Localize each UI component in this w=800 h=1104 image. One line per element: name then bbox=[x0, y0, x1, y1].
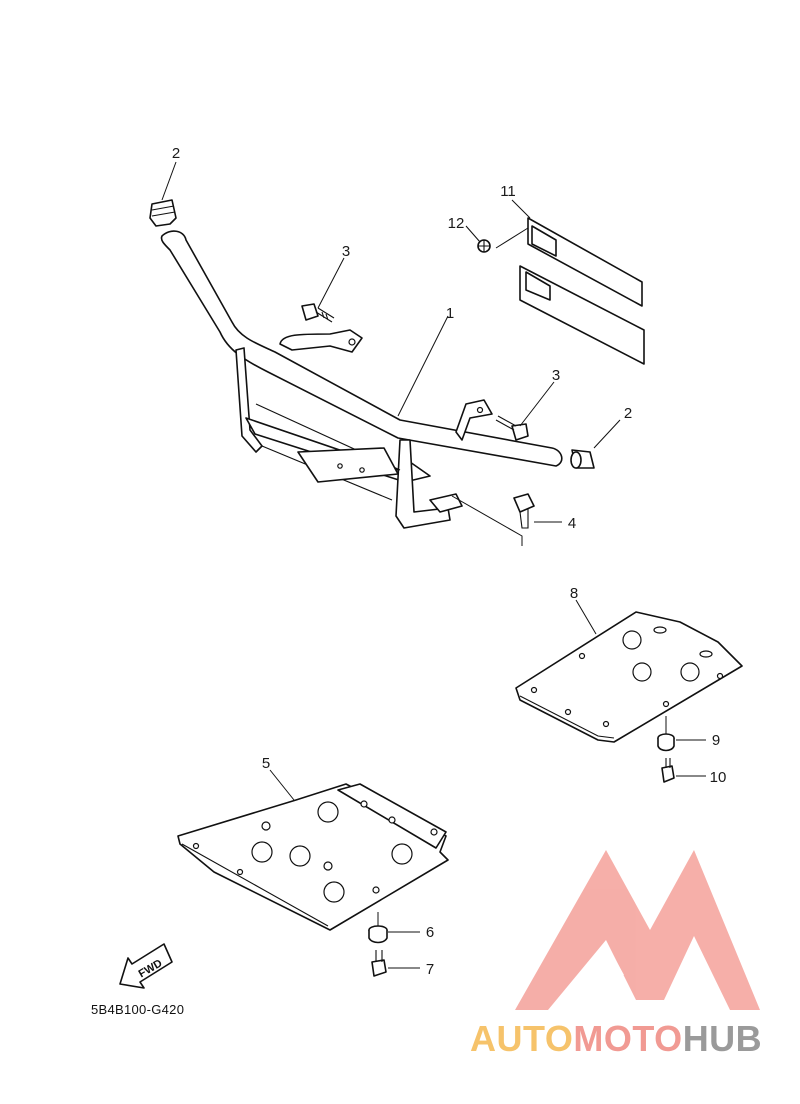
callout-2-left: 2 bbox=[172, 145, 180, 162]
callout-2-right: 2 bbox=[624, 405, 632, 422]
bolt-4 bbox=[513, 493, 535, 529]
callout-5: 5 bbox=[262, 755, 270, 772]
reflector-plate-top bbox=[527, 217, 643, 307]
fwd-arrow-icon: FWD bbox=[119, 943, 173, 989]
watermark-hub: HUB bbox=[682, 1018, 763, 1059]
callout-11: 11 bbox=[500, 183, 516, 200]
callout-labels: 1 2 2 3 3 4 5 6 7 8 9 10 11 12 bbox=[172, 145, 727, 978]
leader-lines bbox=[161, 161, 706, 969]
callout-10: 10 bbox=[710, 769, 727, 786]
collar-9 bbox=[657, 733, 675, 752]
watermark-text: AUTOMOTOHUB bbox=[470, 1018, 762, 1060]
callout-1: 1 bbox=[446, 305, 454, 322]
screw-12 bbox=[477, 239, 491, 253]
end-cap-right bbox=[570, 449, 595, 469]
end-cap-left bbox=[149, 199, 177, 227]
skid-plate-8 bbox=[515, 611, 743, 743]
callout-12: 12 bbox=[448, 215, 465, 232]
bolt-3-left bbox=[301, 303, 335, 323]
callout-3-right: 3 bbox=[552, 367, 560, 384]
skid-plate-5 bbox=[177, 783, 449, 931]
callout-6: 6 bbox=[426, 924, 434, 941]
callout-8: 8 bbox=[570, 585, 578, 602]
callout-7: 7 bbox=[426, 961, 434, 978]
watermark-auto: AUTO bbox=[470, 1018, 574, 1059]
front-guard-bar bbox=[160, 230, 563, 529]
watermark-moto: MOTO bbox=[573, 1018, 683, 1059]
collar-6 bbox=[368, 925, 388, 944]
bolt-7 bbox=[371, 950, 387, 977]
bolt-10 bbox=[661, 758, 675, 783]
watermark-logo bbox=[515, 850, 760, 1010]
bolt-3-right bbox=[495, 415, 529, 441]
callout-3-left: 3 bbox=[342, 243, 350, 260]
callout-4: 4 bbox=[568, 515, 576, 532]
drawing-code: 5B4B100-G420 bbox=[91, 1002, 185, 1017]
callout-9: 9 bbox=[712, 732, 720, 749]
reflector-plate-bottom bbox=[519, 265, 645, 365]
